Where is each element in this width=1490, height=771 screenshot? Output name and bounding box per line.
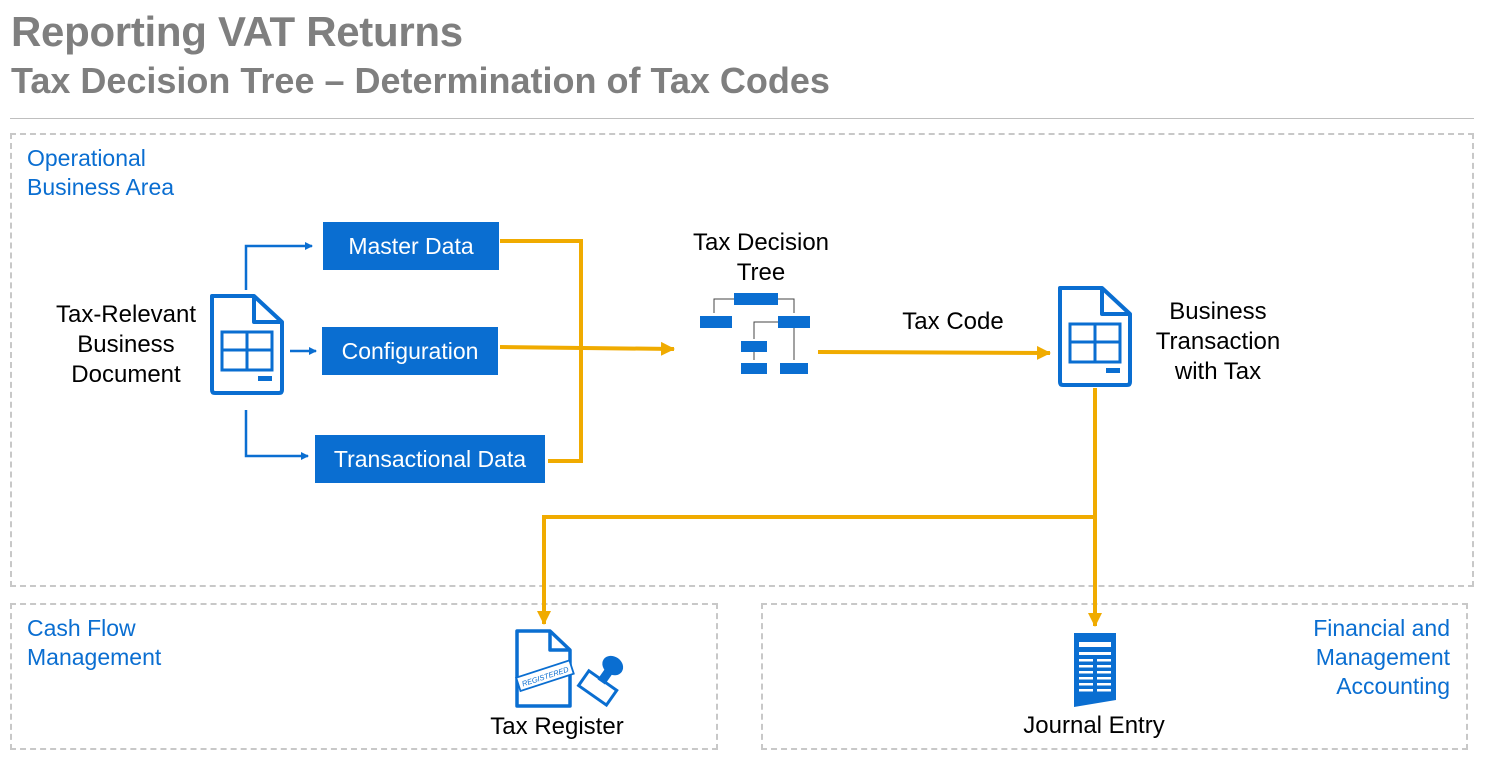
business-transaction-label: Business Transaction with Tax [1155,298,1281,385]
flow-into-decision-tree [499,341,675,356]
page-title: Reporting VAT Returns [11,8,463,55]
journal-entry-label: Journal Entry [1023,712,1165,739]
document-table-icon [1058,286,1132,387]
tree-hierarchy-icon [700,293,810,374]
stamped-document-icon: REGISTERED [515,629,624,708]
operational-area-label: Operational Business Area [27,145,175,200]
title-divider [10,118,1474,119]
operational-area [10,133,1474,587]
transactional-data-box: Transactional Data [315,435,545,483]
financial-area-label: Financial and Management Accounting [1313,615,1450,699]
configuration-box: Configuration [322,327,498,375]
tax-code-label: Tax Code [902,308,1004,335]
decision-tree-label: Tax Decision Tree [692,229,830,286]
cash-flow-area-label: Cash Flow Management [27,615,162,670]
flow-tax-code [817,345,1051,360]
flow-transactional-data [548,349,583,463]
source-document-label: Tax-Relevant Business Document [55,301,197,388]
cash-flow-area [10,603,718,750]
document-table-icon [210,294,284,395]
page-subtitle: Tax Decision Tree – Determination of Tax… [11,60,830,101]
tax-register-label: Tax Register [490,713,624,740]
flow-to-tax-register [537,515,1095,625]
flow-master-data [500,239,583,349]
journal-icon [1074,633,1116,707]
financial-area [761,603,1468,750]
master-data-box: Master Data [323,222,499,270]
arrow-to-transactional-data [244,410,309,460]
arrow-to-master-data [244,242,313,290]
